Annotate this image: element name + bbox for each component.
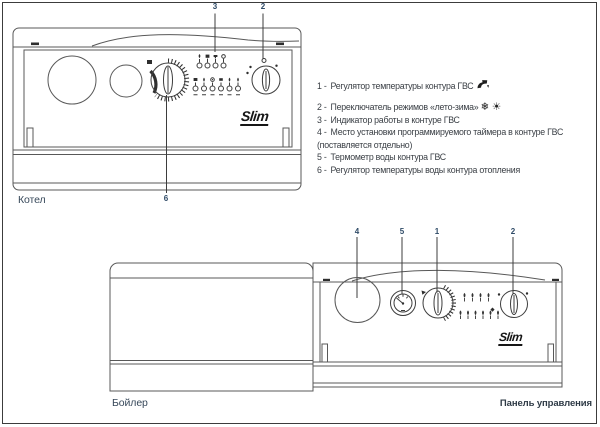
legend-num: 6 -	[317, 164, 327, 175]
legend-num: 3 -	[317, 114, 327, 125]
brand-logo: Slim	[240, 108, 271, 126]
legend-text: Индикатор работы в контуре ГВС	[330, 114, 460, 125]
legend: 1 - Регулятор температуры контура ГВС 2 …	[317, 79, 598, 175]
status-indicator-panel	[192, 54, 241, 96]
callout-4: 4	[354, 227, 360, 236]
label-tank: Бойлер	[112, 397, 148, 409]
timer-slot	[334, 277, 381, 323]
legend-item-5: 5 - Термометр воды контура ГВС	[317, 153, 598, 162]
thermometer-gauge	[390, 290, 416, 316]
legend-text: Регулятор температуры контура ГВС	[330, 80, 474, 91]
season-mode-knob	[246, 58, 281, 95]
lid-curve-panel	[351, 269, 546, 282]
callout-2: 2	[260, 2, 266, 11]
legend-text: Переключатель режимов «лето-зима»	[330, 102, 479, 112]
dhw-drop-icons	[459, 292, 500, 320]
faucet-icon	[476, 79, 490, 93]
boiler-drawing	[12, 13, 302, 193]
burner-porthole	[47, 55, 97, 105]
legend-text: (поставляется отдельно)	[317, 139, 413, 150]
label-boiler: Котел	[18, 194, 46, 206]
legend-text: Регулятор температуры воды контура отопл…	[330, 164, 521, 175]
label-control-panel: Панель управления	[499, 398, 592, 409]
legend-text: Термометр воды контура ГВС	[330, 152, 447, 162]
legend-item-2: 2 - Переключатель режимов «лето-зима» ❄ …	[317, 101, 598, 113]
legend-item-4: 4 - Место установки программируемого тай…	[317, 128, 598, 137]
dhw-temp-knob	[421, 285, 456, 321]
sun-icon: ☀	[491, 101, 502, 113]
brand-logo-panel: Slim	[498, 330, 524, 346]
legend-item-6: 6 - Регулятор температуры воды контура о…	[317, 164, 598, 175]
lid-curve	[91, 34, 300, 47]
heating-temp-knob	[147, 58, 190, 102]
legend-item-4b: (поставляется отдельно)	[317, 139, 598, 150]
callout-5: 5	[399, 227, 405, 236]
panel-outline	[312, 262, 563, 388]
boiler-outline	[12, 27, 302, 191]
callout-2b: 2	[510, 227, 516, 236]
legend-item-1: 1 - Регулятор температуры контура ГВС	[317, 79, 598, 93]
callout-1: 1	[434, 227, 440, 236]
small-porthole	[109, 64, 143, 98]
legend-text: Место установки программируемого таймера…	[330, 127, 564, 137]
season-mode-knob-panel	[490, 290, 529, 318]
tank-drawing	[109, 262, 314, 392]
snowflake-icon: ❄	[480, 101, 490, 113]
control-panel-drawing	[312, 237, 563, 388]
callout-3: 3	[212, 2, 218, 11]
legend-num: 5 -	[317, 152, 327, 162]
callout-6: 6	[163, 194, 169, 203]
legend-item-3: 3 - Индикатор работы в контуре ГВС	[317, 114, 598, 125]
tank-outline	[109, 262, 314, 392]
legend-num: 2 -	[317, 102, 327, 112]
front-panel	[23, 49, 293, 148]
legend-num: 4 -	[317, 127, 327, 137]
legend-num: 1 -	[317, 80, 327, 91]
